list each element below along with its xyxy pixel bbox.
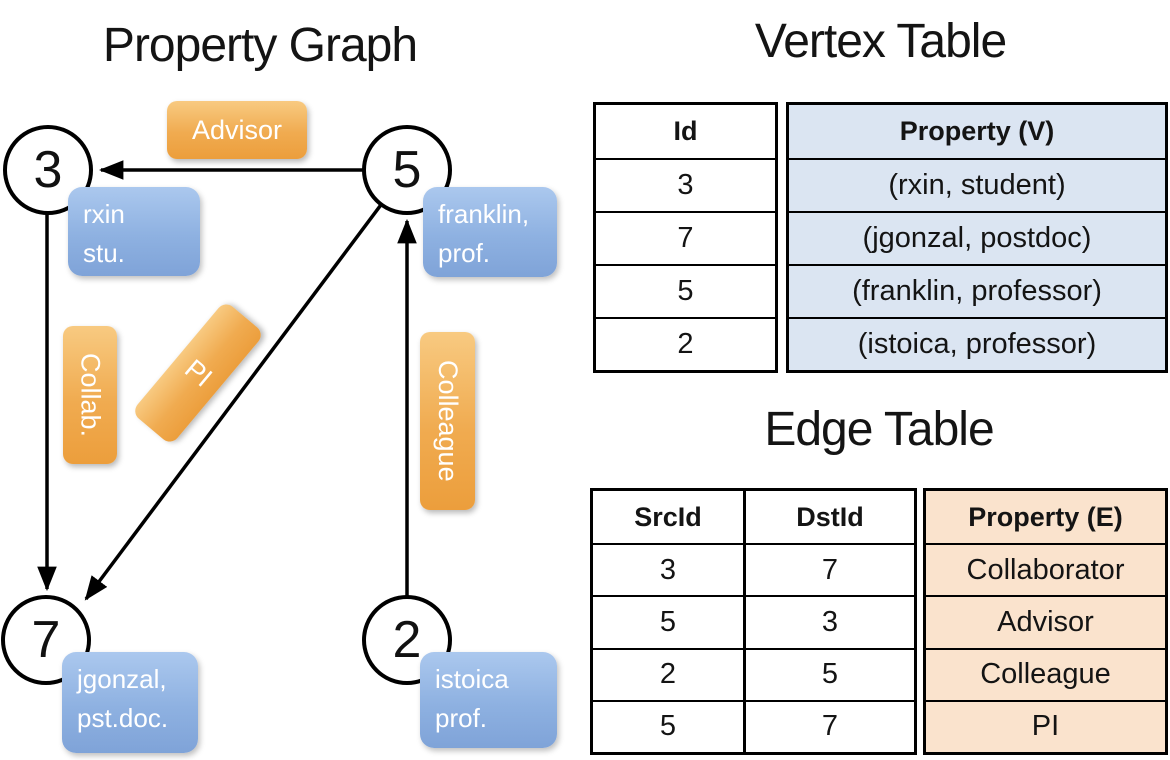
graph-node-7-id: 7 bbox=[31, 611, 61, 669]
vertex-table-id-cell: 2 bbox=[596, 317, 775, 370]
edge-label-collaborator: Collab. bbox=[63, 326, 117, 464]
vertex-table-title: Vertex Table bbox=[754, 15, 1007, 68]
edge-table-src-cell: 3 bbox=[593, 543, 743, 595]
vertex-table-id-cell: 5 bbox=[596, 264, 775, 317]
edge-table-src-cell: 2 bbox=[593, 647, 743, 700]
edge-label-pi-text: PI bbox=[178, 352, 218, 393]
edge-table-title: Edge Table bbox=[764, 403, 994, 456]
edge-table-property-cell: Collaborator bbox=[926, 543, 1165, 595]
vertex-label-franklin-line2: prof. bbox=[438, 238, 491, 268]
vertex-table-id-cell: 7 bbox=[596, 211, 775, 264]
graph-node-3-id: 3 bbox=[33, 141, 63, 199]
edge-label-advisor-text: Advisor bbox=[191, 114, 283, 145]
vertex-label-jgonzal: jgonzal, pst.doc. bbox=[62, 652, 198, 753]
vertex-label-rxin-line1: rxin bbox=[83, 199, 125, 229]
vertex-table-id-column: Id 3 7 5 2 bbox=[593, 102, 778, 373]
vertex-table-property-cell: (rxin, student) bbox=[789, 158, 1165, 211]
edge-table-header-dstid: DstId bbox=[743, 491, 914, 544]
edge-table-dst-cell: 7 bbox=[743, 699, 914, 752]
edge-table-property-cell: Colleague bbox=[926, 647, 1165, 700]
edge-table-property-cell: PI bbox=[926, 699, 1165, 752]
edge-table-dst-cell: 7 bbox=[743, 543, 914, 596]
vertex-table-property-cell: (franklin, professor) bbox=[789, 264, 1165, 317]
vertex-table-property-cell: (jgonzal, postdoc) bbox=[789, 211, 1165, 264]
vertex-table-header-property: Property (V) bbox=[899, 116, 1055, 146]
vertex-label-franklin: franklin, prof. bbox=[423, 187, 557, 277]
graph-node-5-id: 5 bbox=[392, 141, 422, 199]
vertex-table-property-column: Property (V) (rxin, student) (jgonzal, p… bbox=[786, 102, 1168, 373]
edge-table-dst-cell: 3 bbox=[743, 595, 914, 648]
vertex-label-franklin-line1: franklin, bbox=[438, 199, 530, 229]
vertex-label-rxin-line2: stu. bbox=[83, 238, 125, 268]
vertex-label-istoica-line1: istoica bbox=[435, 664, 509, 694]
vertex-label-jgonzal-line2: pst.doc. bbox=[77, 703, 169, 733]
edge-table-id-columns: SrcId DstId 3 7 5 3 2 5 5 7 bbox=[590, 488, 917, 755]
property-graph-title: Property Graph bbox=[102, 19, 418, 72]
edge-table-header-srcid: SrcId bbox=[634, 501, 702, 532]
vertex-label-jgonzal-line1: jgonzal, bbox=[77, 664, 167, 694]
edge-table-property-cell: Advisor bbox=[926, 595, 1165, 647]
graph-node-5: 5 bbox=[362, 125, 452, 215]
vertex-table-property-cell: (istoica, professor) bbox=[789, 317, 1165, 370]
graph-node-2-id: 2 bbox=[392, 611, 422, 669]
edge-5-to-7-arrow bbox=[84, 168, 409, 601]
edge-table-dst-cell: 5 bbox=[743, 647, 914, 700]
edge-label-advisor: Advisor bbox=[167, 101, 307, 159]
edge-table-src-cell: 5 bbox=[593, 699, 743, 752]
edge-label-colleague-text: Colleague bbox=[433, 360, 463, 482]
vertex-table-id-cell: 3 bbox=[596, 158, 775, 211]
edge-label-collaborator-text: Collab. bbox=[75, 352, 106, 438]
graph-edges-svg bbox=[37, 160, 417, 640]
vertex-label-istoica: istoica prof. bbox=[420, 652, 557, 748]
graph-node-2: 2 bbox=[362, 595, 452, 685]
vertex-label-istoica-line2: prof. bbox=[435, 703, 488, 733]
vertex-table-header-id: Id bbox=[673, 116, 698, 146]
edge-table-src-cell: 5 bbox=[593, 595, 743, 647]
vertex-label-rxin: rxin stu. bbox=[68, 187, 200, 276]
edge-table-header-property: Property (E) bbox=[968, 501, 1123, 532]
edge-table-property-column: Property (E) Collaborator Advisor Collea… bbox=[923, 488, 1168, 755]
edge-label-colleague: Colleague bbox=[420, 332, 475, 510]
